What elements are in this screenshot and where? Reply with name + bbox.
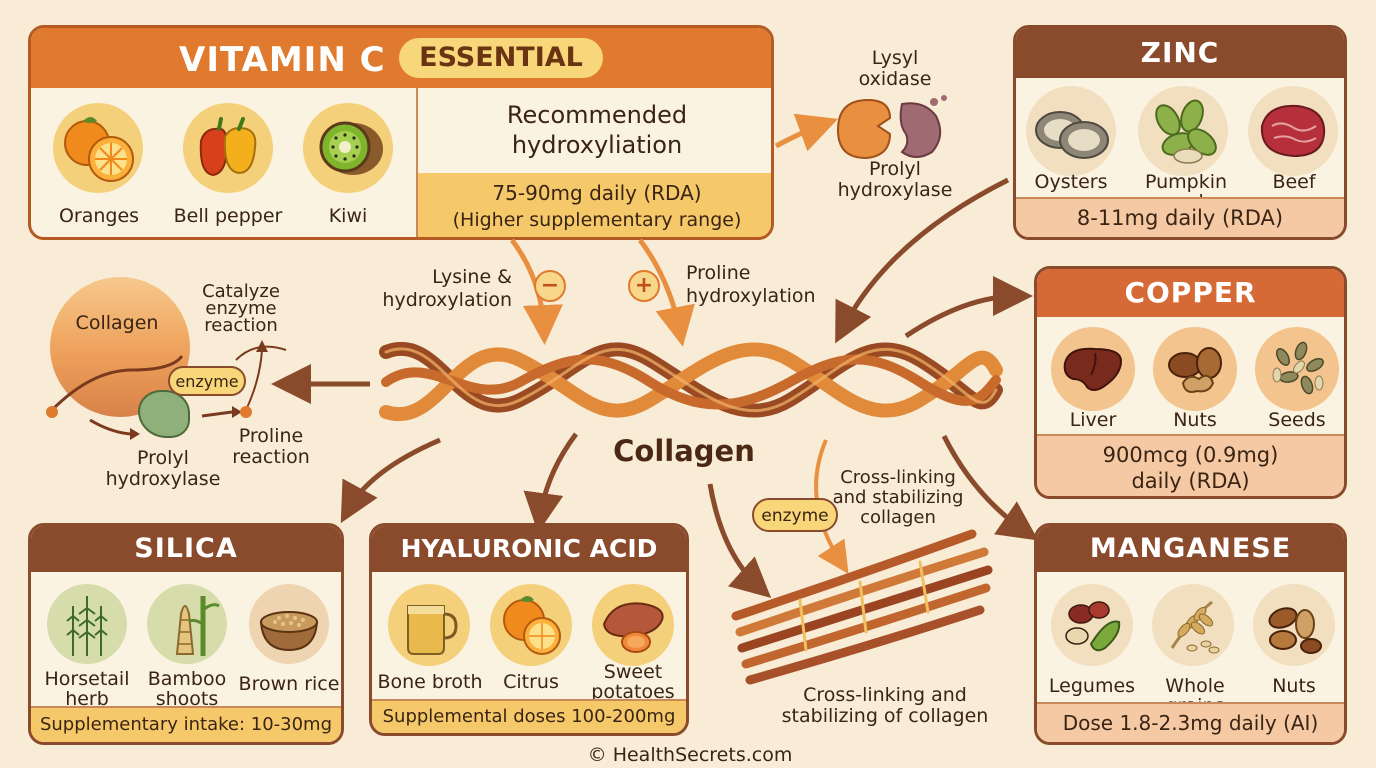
prolyl-top-line1: Prolyl: [869, 158, 921, 180]
lysyl-line1: Lysyl: [871, 47, 919, 69]
prolyl-top-line2: hydroxylase: [837, 179, 953, 201]
minus-badge: −: [534, 270, 566, 302]
oranges-label: Oranges: [58, 205, 140, 227]
nuts-icon: [1153, 327, 1237, 411]
bell-pepper-icon: [183, 103, 273, 193]
horsetail-herb-icon: [47, 584, 127, 664]
silica-card: SILICA Horsetail herb Bamboo shoots Brow…: [28, 523, 344, 745]
bamboo-shoots-icon: [147, 584, 227, 664]
plus-badge: +: [628, 270, 660, 302]
crosslink-line3: collagen: [860, 507, 936, 528]
brown-rice-icon: [249, 584, 329, 664]
catalyze-line1: Catalyze: [202, 281, 280, 302]
left-proline-line1: Proline: [238, 425, 304, 447]
oysters-label: Oysters: [1034, 171, 1108, 193]
collagen-fibers: [731, 529, 993, 685]
oranges-icon: [53, 103, 143, 193]
manganese-nuts-label: Nuts: [1272, 675, 1316, 697]
collagen-helix: [379, 341, 1003, 422]
credit: © HealthSecrets.com: [587, 744, 793, 766]
lysine-line2: hydroxylation: [382, 289, 512, 311]
bamboo-shoots-label: Bamboo shoots: [147, 668, 227, 710]
bone-broth-icon: [388, 584, 470, 666]
copper-dose-line1: 900mcg (0.9mg): [1102, 443, 1279, 467]
vitamin-c-dose-line2: (Higher supplementary range): [452, 209, 742, 231]
whole-grains-icon: [1152, 584, 1234, 666]
copper-card: COPPER Liver Nuts Seeds 900mcg (0.9mg) d…: [1034, 266, 1347, 499]
left-collagen-label: Collagen: [75, 312, 159, 334]
liver-icon: [1051, 327, 1135, 411]
silica-dose: Supplementary intake: 10-30mg: [31, 706, 341, 742]
manganese-card: MANGANESE Legumes Whole grains Nuts Dose…: [1034, 523, 1347, 745]
catalyze-line2: enzyme: [205, 298, 277, 319]
seeds-icon: [1255, 327, 1339, 411]
vitamin-c-card: VITAMIN C ESSENTIAL Oranges Bell pepper …: [28, 25, 774, 240]
copper-header: COPPER: [1037, 269, 1344, 317]
lysyl-oxidase-enzyme-icon: [836, 95, 947, 160]
kiwi-icon: [303, 103, 393, 193]
manganese-header: MANGANESE: [1037, 526, 1344, 572]
bell-pepper-label: Bell pepper: [173, 205, 283, 227]
liver-label: Liver: [1069, 409, 1117, 431]
zinc-card: ZINC Oysters Pumpkin seeds Beef 8-11mg d…: [1013, 25, 1347, 240]
vitamin-c-title: VITAMIN C: [179, 40, 386, 80]
lysine-line1: Lysine &: [432, 266, 512, 288]
copper-dose-line2: daily (RDA): [1131, 469, 1250, 493]
vitamin-c-dose-band: [418, 173, 771, 237]
beef-icon: [1248, 86, 1338, 176]
left-enzyme-pill: enzyme: [168, 366, 246, 396]
divider: [416, 88, 418, 237]
seeds-label: Seeds: [1268, 409, 1326, 431]
silica-header: SILICA: [31, 526, 341, 572]
kiwi-label: Kiwi: [328, 205, 368, 227]
citrus-icon: [490, 584, 572, 666]
sweet-potatoes-icon: [592, 584, 674, 666]
center-collagen-label: Collagen: [613, 434, 755, 468]
citrus-label: Citrus: [503, 671, 559, 693]
crosslink-bottom-line1: Cross-linking and: [803, 684, 967, 706]
legumes-label: Legumes: [1048, 675, 1136, 697]
beef-label: Beef: [1272, 171, 1316, 193]
recommended-line2: hydroxyliation: [511, 131, 683, 159]
vitamin-c-dose-line1: 75-90mg daily (RDA): [492, 181, 702, 205]
left-proline-line2: reaction: [232, 446, 310, 468]
lysyl-line2: oxidase: [858, 68, 932, 90]
bone-broth-label: Bone broth: [377, 671, 483, 693]
left-diagram-arrows: [46, 340, 287, 440]
horsetail-herb-label: Horsetail herb: [44, 668, 130, 710]
copper-dose-band: [1037, 434, 1344, 496]
hyaluronic-acid-card: HYALURONIC ACID Bone broth Citrus Sweet …: [369, 523, 689, 736]
crosslink-bottom-line2: stabilizing of collagen: [781, 705, 989, 727]
crosslink-line2: and stabilizing: [832, 487, 964, 508]
center-enzyme-pill: enzyme: [752, 498, 838, 532]
zinc-header: ZINC: [1016, 28, 1344, 78]
left-prolyl-line1: Prolyl: [137, 447, 189, 469]
pumpkin-seeds-icon: [1138, 86, 1228, 176]
manganese-nuts-icon: [1253, 584, 1335, 666]
proline-line2: hydroxylation: [686, 285, 816, 307]
manganese-dose: Dose 1.8-2.3mg daily (AI): [1037, 702, 1344, 742]
brown-rice-label: Brown rice: [238, 673, 340, 695]
sweet-potatoes-label: Sweet potatoes: [591, 661, 675, 703]
crosslink-line1: Cross-linking: [840, 467, 956, 488]
nuts-label: Nuts: [1173, 409, 1217, 431]
prolyl-hydroxylase-blob: [138, 390, 190, 438]
left-prolyl-line2: hydroxylase: [105, 468, 221, 490]
legumes-icon: [1051, 584, 1133, 666]
zinc-dose: 8-11mg daily (RDA): [1016, 197, 1344, 237]
recommended-line1: Recommended: [506, 101, 688, 129]
proline-line1: Proline: [686, 262, 751, 284]
hyaluronic-acid-header: HYALURONIC ACID: [372, 526, 686, 572]
essential-badge: ESSENTIAL: [399, 38, 603, 78]
catalyze-line3: reaction: [204, 315, 278, 336]
hyaluronic-acid-dose: Supplemental doses 100-200mg: [372, 699, 686, 733]
oysters-icon: [1026, 86, 1116, 176]
